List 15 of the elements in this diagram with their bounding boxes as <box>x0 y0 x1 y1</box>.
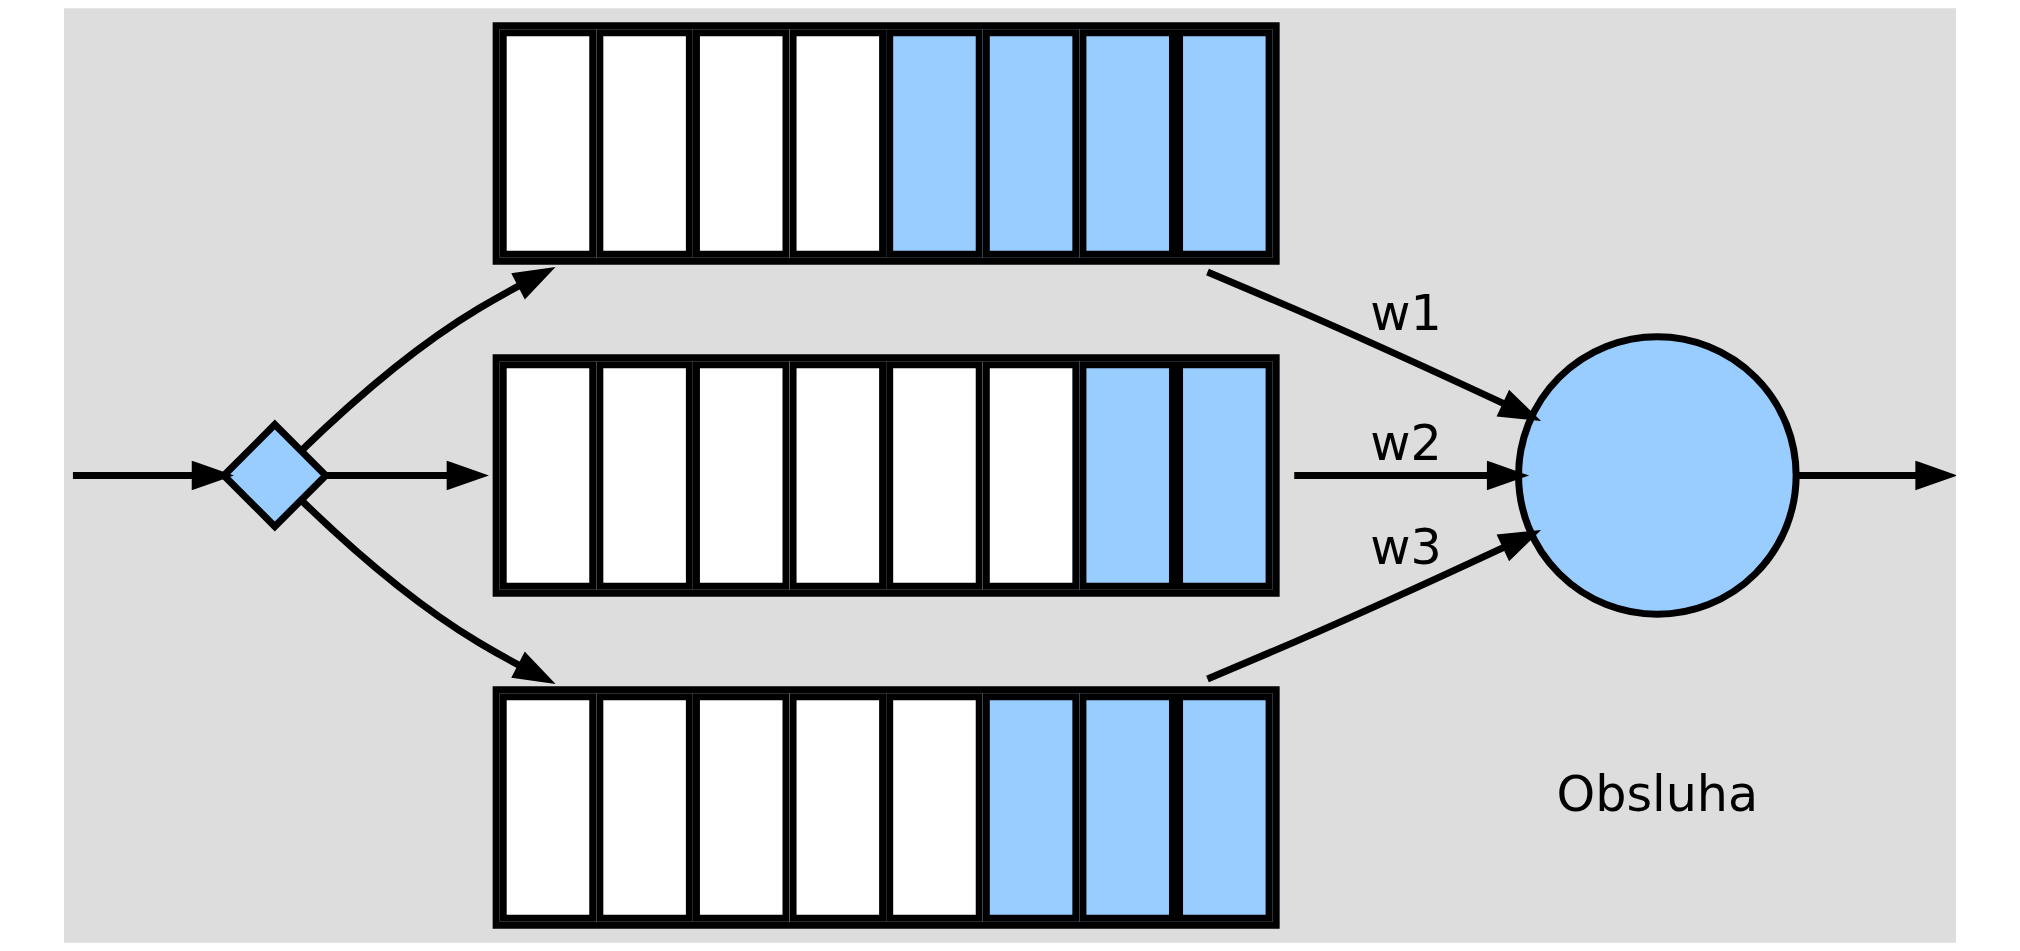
edge-label: w1 <box>1370 284 1442 343</box>
edge-label: w2 <box>1370 414 1442 473</box>
arrow <box>299 497 556 685</box>
node-box <box>492 686 1280 929</box>
arrow <box>1796 460 1956 491</box>
node-box <box>492 354 1280 597</box>
arrow <box>72 460 234 491</box>
edge-label: w3 <box>1370 518 1442 577</box>
arrow <box>299 266 556 454</box>
arrow <box>325 460 489 491</box>
arrow <box>1206 268 1542 422</box>
node-label: Obsluha <box>1556 764 1759 823</box>
node-circle <box>1515 333 1800 618</box>
node-box <box>492 22 1280 265</box>
arrow <box>1206 529 1542 683</box>
